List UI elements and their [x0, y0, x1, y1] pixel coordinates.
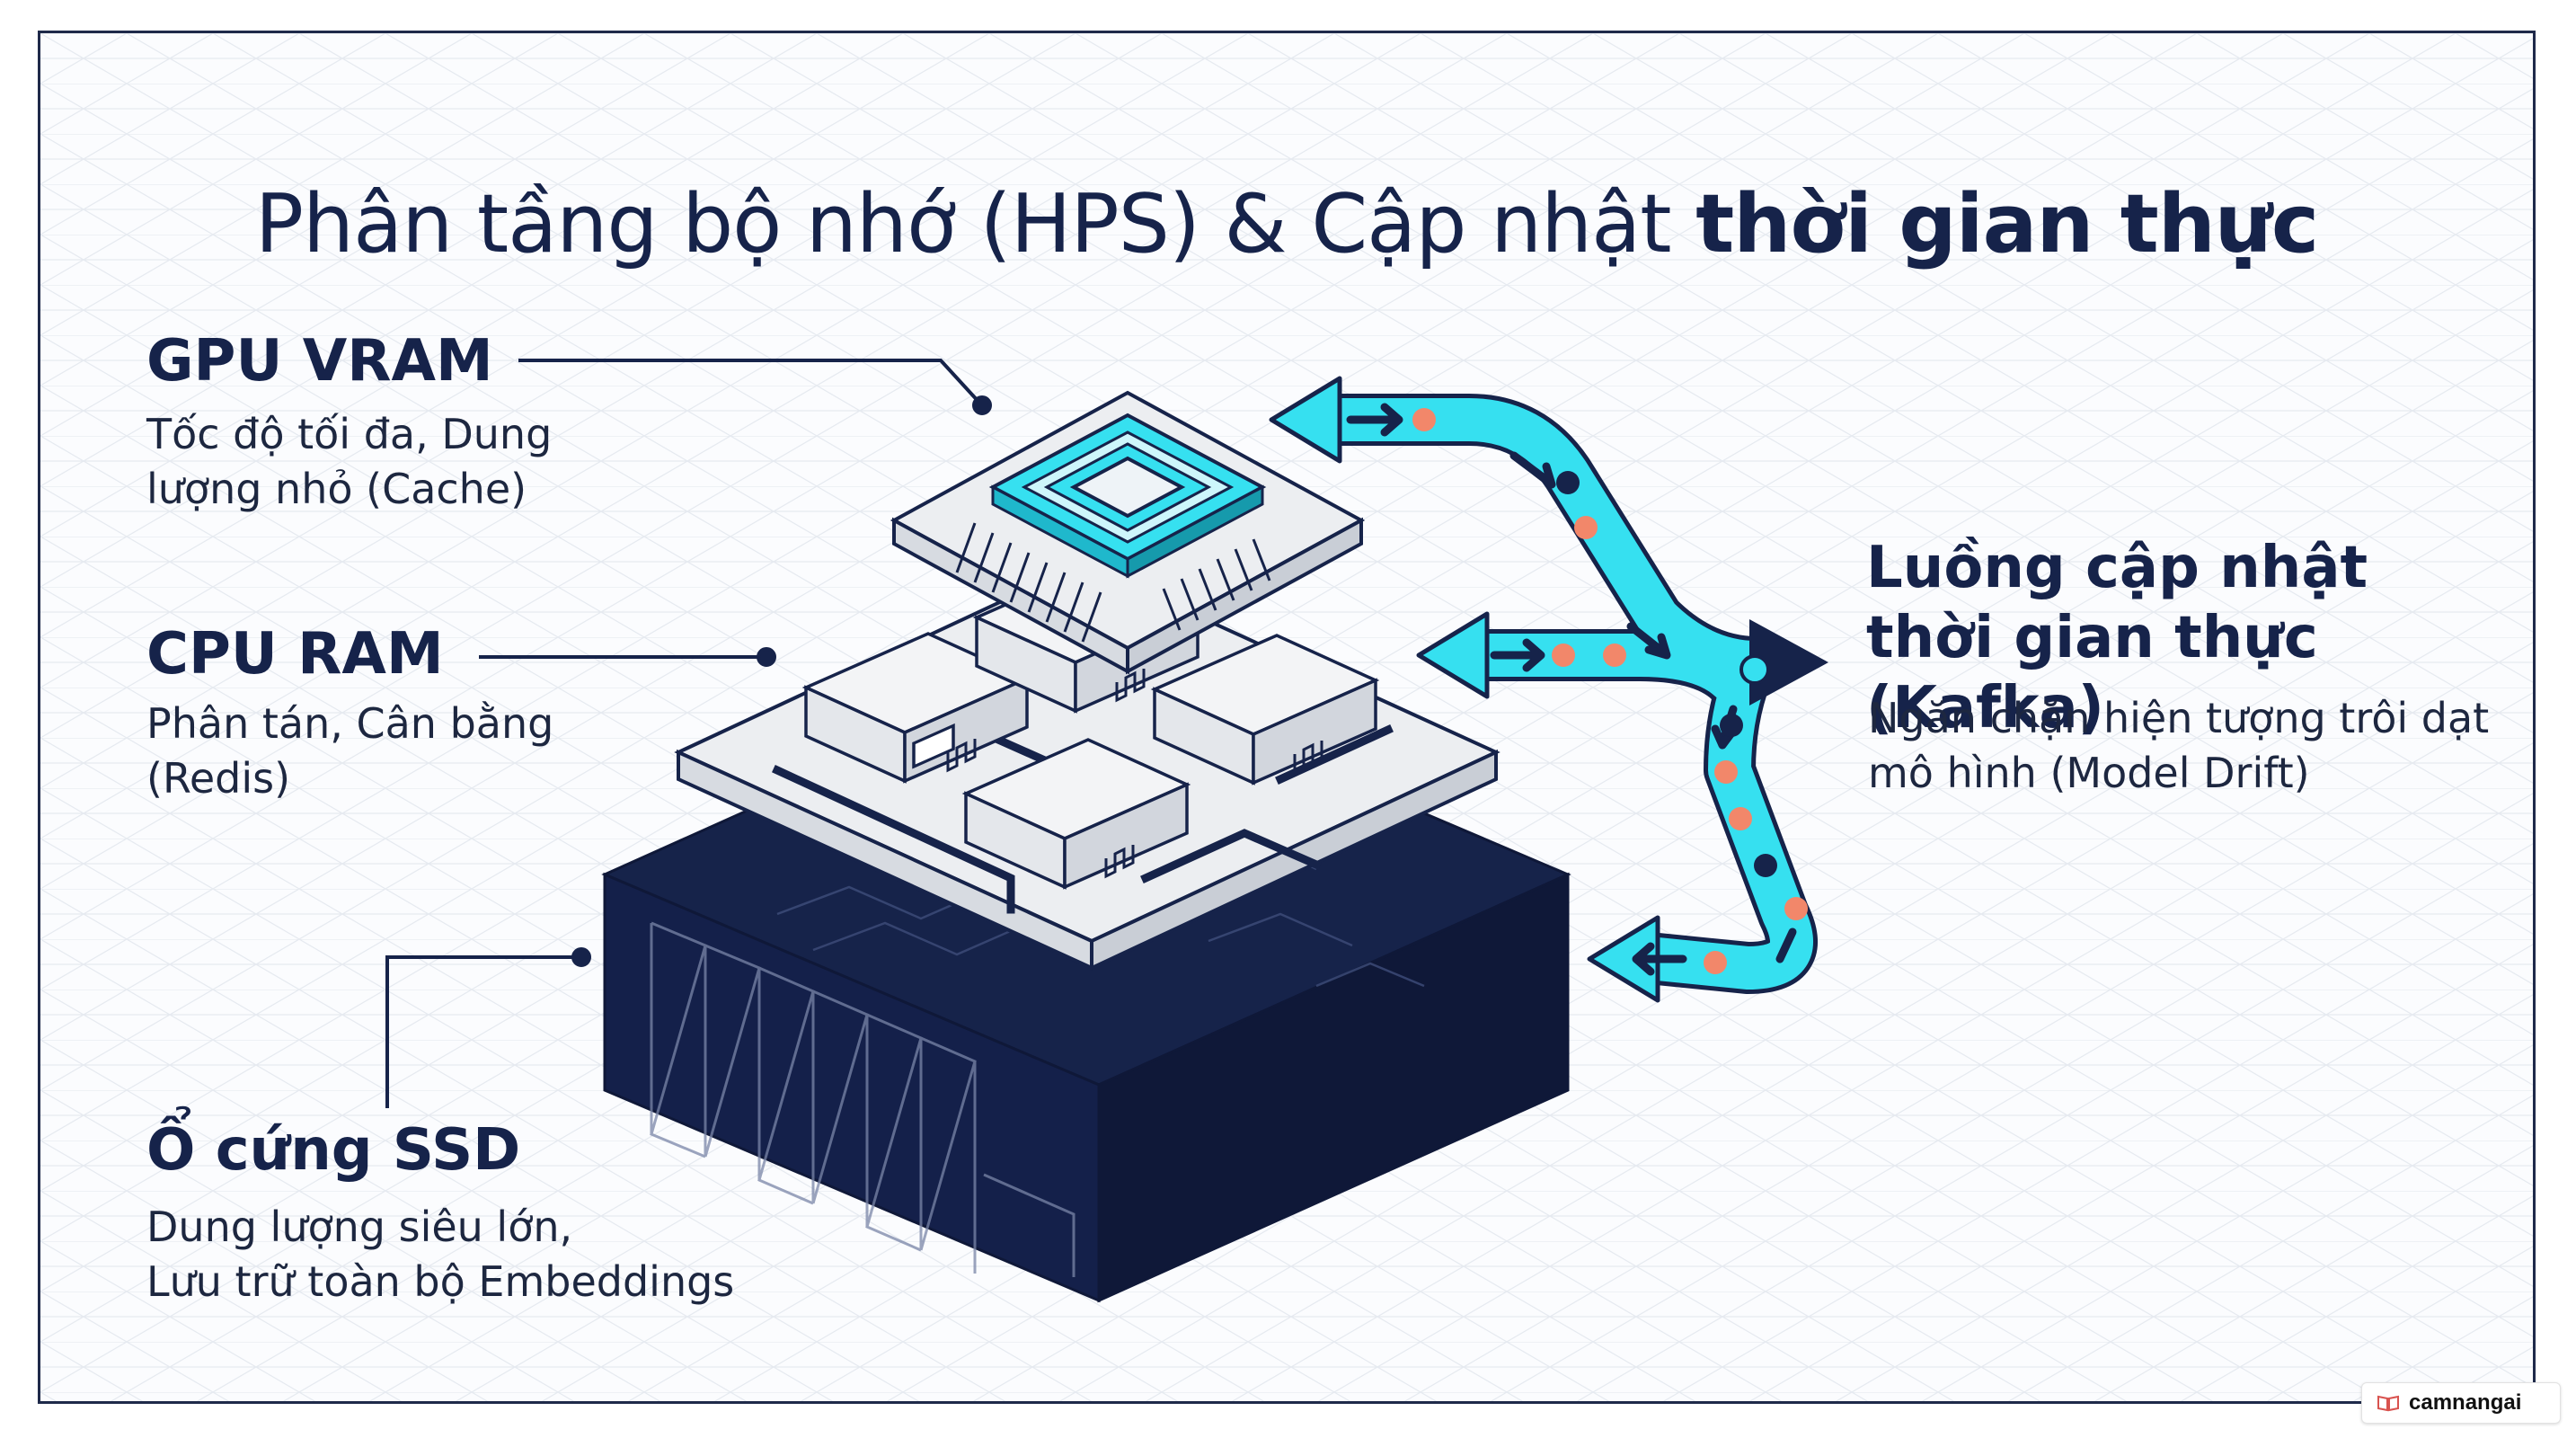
memory-hierarchy-diagram	[385, 359, 1828, 1303]
cpu-ram-title: CPU RAM	[146, 621, 444, 688]
title-bold: thời gian thực	[1695, 177, 2319, 271]
arrowhead-kafka	[1749, 619, 1828, 706]
book-icon	[2377, 1395, 2399, 1412]
flow-direction-arrow	[1346, 403, 1797, 976]
ram-module	[801, 632, 1031, 784]
leader-line-ssd	[385, 947, 591, 1108]
gpu-board	[890, 390, 1366, 675]
gpu-chip-icon	[988, 413, 1267, 579]
watermark-badge[interactable]: camnangai	[2361, 1382, 2561, 1424]
gpu-vram-title: GPU VRAM	[146, 328, 493, 395]
watermark-text: camnangai	[2409, 1390, 2522, 1415]
leader-line-gpu	[518, 359, 992, 415]
page-title: Phân tầng bộ nhớ (HPS) & Cập nhật thời g…	[40, 177, 2533, 271]
gpu-vram-description: Tốc độ tối đa, Dung lượng nhỏ (Cache)	[146, 410, 553, 513]
arrowhead-gpu	[1269, 376, 1342, 464]
title-regular: Phân tầng bộ nhớ (HPS) & Cập nhật	[254, 177, 1672, 271]
ssd-description: Dung lượng siêu lớn, Lưu trữ toàn bộ Emb…	[146, 1203, 735, 1306]
ssd-title: Ổ cứng SSD	[146, 1117, 521, 1184]
kafka-stream-title: Luồng cập nhật thời gian thực (Kafka)	[1866, 535, 2368, 742]
cpu-ram-description: Phân tán, Cân bằng (Redis)	[146, 699, 554, 803]
leader-line-cpu	[479, 647, 776, 667]
kafka-stream-description: Ngăn chặn hiện tượng trôi dạt mô hình (M…	[1868, 694, 2490, 797]
ram-module	[1150, 634, 1380, 786]
data-packets	[1412, 408, 1808, 974]
arrowhead-cpu	[1416, 611, 1490, 699]
slide-frame: Phân tầng bộ nhớ (HPS) & Cập nhật thời g…	[38, 31, 2536, 1404]
kafka-stream-flow	[1299, 394, 1818, 994]
ram-module	[961, 738, 1191, 890]
